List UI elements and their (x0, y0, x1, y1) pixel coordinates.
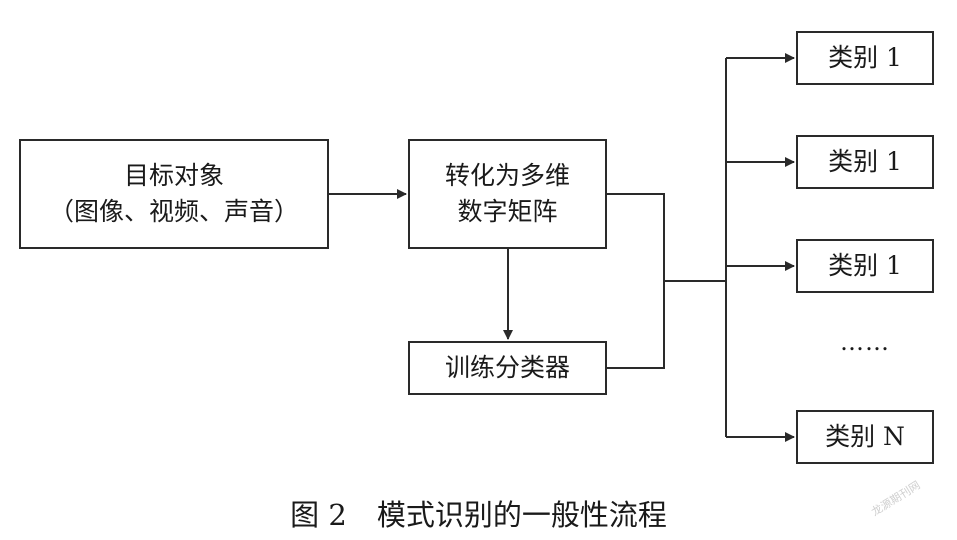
edge-train-to-bus (607, 281, 665, 369)
more-categories-ellipsis: …… (840, 328, 890, 356)
category-node-n: 类别 N (796, 410, 934, 464)
category-node: 类别 1 (796, 135, 934, 189)
category-label: 类别 1 (828, 42, 902, 72)
category-label: 类别 1 (828, 250, 902, 280)
matrix-conversion-line2: 数字矩阵 (457, 197, 558, 226)
train-classifier-label: 训练分类器 (444, 352, 570, 382)
target-object-examples: （图像、视频、声音） (48, 197, 299, 226)
edge-matrix-to-bus (607, 193, 665, 281)
category-label: 类别 1 (828, 146, 902, 176)
matrix-conversion-line1: 转化为多维 (444, 160, 570, 190)
figure-number: 图 2 (290, 498, 347, 532)
train-classifier-node: 训练分类器 (408, 341, 607, 395)
category-node: 类别 1 (796, 239, 934, 293)
figure-title: 模式识别的一般性流程 (376, 498, 667, 532)
matrix-conversion-node: 转化为多维 数字矩阵 (408, 139, 607, 249)
target-object-label: 目标对象 (123, 160, 224, 190)
figure-caption: 图 2 模式识别的一般性流程 (0, 492, 957, 534)
category-node: 类别 1 (796, 31, 934, 85)
category-label: 类别 N (825, 421, 905, 451)
target-object-node: 目标对象 （图像、视频、声音） (19, 139, 329, 249)
